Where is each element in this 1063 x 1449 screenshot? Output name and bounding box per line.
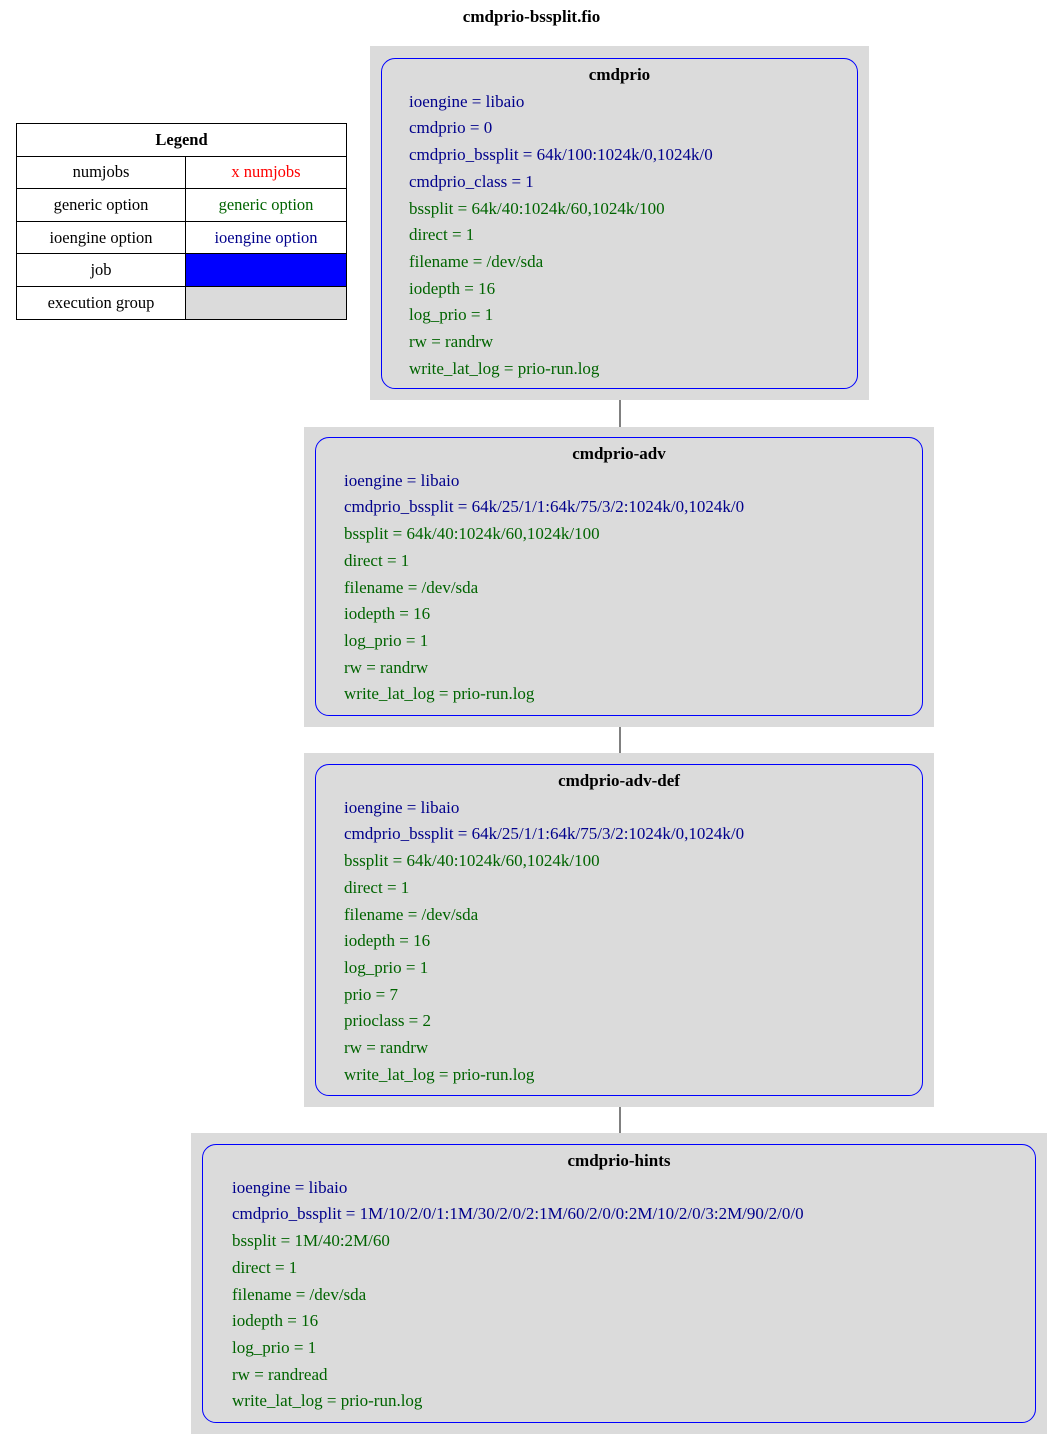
legend-job-swatch xyxy=(185,253,347,287)
generic-option: iodepth = 16 xyxy=(232,1311,319,1331)
legend-value: generic option xyxy=(185,188,347,222)
generic-option: write_lat_log = prio-run.log xyxy=(344,1064,535,1084)
job-node-cmdprio[interactable]: cmdprio ioengine = libaio cmdprio = 0 cmdpr… xyxy=(381,58,858,389)
generic-option: bssplit = 64k/40:1024k/60,1024k/100 xyxy=(409,198,665,218)
generic-option: log_prio = 1 xyxy=(232,1337,317,1357)
generic-option: log_prio = 1 xyxy=(344,957,429,977)
legend-group-swatch xyxy=(185,285,347,320)
generic-option: rw = randread xyxy=(232,1364,328,1384)
legend-label: execution group xyxy=(16,285,186,320)
generic-option: write_lat_log = prio-run.log xyxy=(232,1391,423,1411)
legend-value: x numjobs xyxy=(185,155,347,190)
generic-option: filename = /dev/sda xyxy=(409,251,544,271)
legend-title: Legend xyxy=(16,123,347,157)
generic-option: write_lat_log = prio-run.log xyxy=(409,358,600,378)
job-node-cmdprio-adv-def[interactable]: cmdprio-adv-def ioengine = libaio cmdprio_… xyxy=(315,764,923,1096)
generic-option: direct = 1 xyxy=(232,1257,298,1277)
generic-option: bssplit = 64k/40:1024k/60,1024k/100 xyxy=(344,851,600,871)
legend-value: ioengine option xyxy=(185,220,347,255)
generic-option: rw = randrw xyxy=(344,657,429,677)
generic-option: log_prio = 1 xyxy=(344,630,429,650)
job-name: cmdprio-hints xyxy=(567,1151,671,1170)
generic-option: bssplit = 1M/40:2M/60 xyxy=(232,1231,390,1251)
ioengine-option: cmdprio_bssplit = 64k/25/1/1:64k/75/3/2:… xyxy=(344,497,745,517)
ioengine-option: ioengine = libaio xyxy=(409,91,525,111)
generic-option: direct = 1 xyxy=(344,550,410,570)
legend-label: numjobs xyxy=(16,155,186,190)
ioengine-option: ioengine = libaio xyxy=(232,1177,348,1197)
ioengine-option: cmdprio_class = 1 xyxy=(409,171,534,191)
graph-title: cmdprio-bssplit.fio xyxy=(462,7,601,26)
job-name: cmdprio-adv-def xyxy=(558,771,680,790)
ioengine-option: cmdprio_bssplit = 64k/25/1/1:64k/75/3/2:… xyxy=(344,824,745,844)
ioengine-option: cmdprio = 0 xyxy=(409,118,493,138)
generic-option: filename = /dev/sda xyxy=(344,577,479,597)
generic-option: rw = randrw xyxy=(409,332,494,351)
generic-option: filename = /dev/sda xyxy=(344,904,479,924)
generic-option: prioclass = 2 xyxy=(344,1011,432,1031)
generic-option: iodepth = 16 xyxy=(344,931,431,951)
generic-option: iodepth = 16 xyxy=(409,278,496,298)
generic-option: bssplit = 64k/40:1024k/60,1024k/100 xyxy=(344,524,600,544)
generic-option: iodepth = 16 xyxy=(344,604,431,624)
ioengine-option: ioengine = libaio xyxy=(344,470,460,490)
generic-option: prio = 7 xyxy=(344,984,398,1004)
job-name: cmdprio xyxy=(588,65,651,84)
generic-option: rw = randrw xyxy=(344,1038,429,1057)
ioengine-option: cmdprio_bssplit = 1M/10/2/0/1:1M/30/2/0/… xyxy=(232,1204,804,1224)
generic-option: filename = /dev/sda xyxy=(232,1284,367,1304)
legend-label: generic option xyxy=(16,188,186,222)
generic-option: write_lat_log = prio-run.log xyxy=(344,684,535,704)
job-name: cmdprio-adv xyxy=(572,444,666,463)
legend-label: job xyxy=(16,253,186,287)
job-node-cmdprio-adv[interactable]: cmdprio-adv ioengine = libaio cmdprio_bssp… xyxy=(315,437,923,716)
generic-option: direct = 1 xyxy=(409,225,475,245)
ioengine-option: ioengine = libaio xyxy=(344,797,460,817)
generic-option: direct = 1 xyxy=(344,877,410,897)
ioengine-option: cmdprio_bssplit = 64k/100:1024k/0,1024k/… xyxy=(409,145,713,165)
job-node-cmdprio-hints[interactable]: cmdprio-hints ioengine = libaio cmdprio_bs… xyxy=(202,1144,1036,1423)
generic-option: log_prio = 1 xyxy=(409,305,494,325)
